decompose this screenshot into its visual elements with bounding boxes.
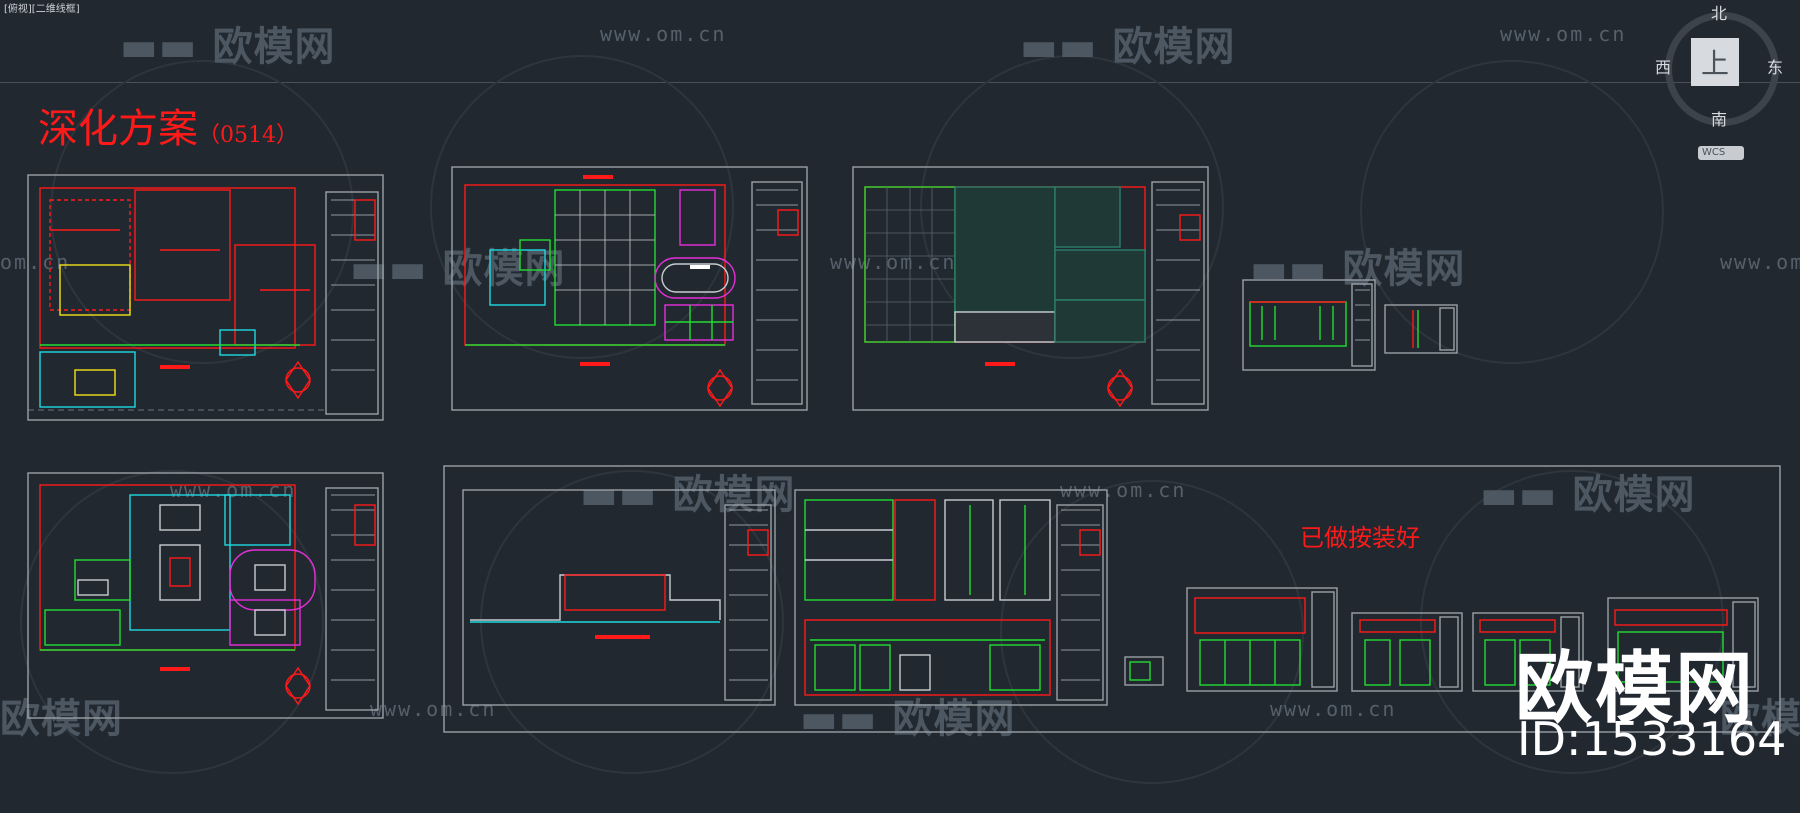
compass-west[interactable]: 西 — [1655, 58, 1672, 77]
watermark-logo: 欧模网 — [0, 696, 123, 742]
watermark-circle — [1000, 480, 1304, 784]
viewcube[interactable]: 北 西 东 南 上 WCS — [1655, 0, 1795, 160]
watermark-circle — [430, 55, 734, 359]
sheet-furniture-layout[interactable] — [27, 472, 384, 719]
viewcube-top-face[interactable]: 上 — [1691, 38, 1739, 86]
sofa-icon: ▬▬ — [120, 24, 198, 70]
sofa-icon: ▬▬ — [1020, 24, 1098, 70]
sheet-floor-tile-plan[interactable] — [852, 166, 1209, 411]
viewport-controls-label[interactable]: [俯视][二维线框] — [4, 4, 80, 15]
sofa-icon: ▬▬ — [350, 246, 428, 292]
asset-id-label: ID:1533164 — [1517, 712, 1787, 766]
sheet-elevation-e[interactable] — [1607, 597, 1759, 692]
watermark-url: www.om.cn — [1270, 697, 1397, 721]
watermark-logo: ▬▬ 欧模网 — [800, 696, 1016, 742]
sheet-small-elevation-a[interactable] — [1242, 279, 1376, 371]
sheet-tiny-detail[interactable] — [1124, 656, 1164, 686]
watermark-logo: ▬▬ 欧模网 — [120, 24, 336, 70]
viewport-top-edge — [0, 82, 1800, 83]
compass-north[interactable]: 北 — [1711, 4, 1728, 23]
watermark-logo: ▬▬ 欧模网 — [1480, 472, 1696, 518]
watermark-logo: ▬▬ 欧模网 — [1020, 24, 1236, 70]
sheet-section-view[interactable] — [462, 489, 776, 706]
sheet-elevation-d[interactable] — [1472, 612, 1584, 692]
compass-east[interactable]: 东 — [1767, 58, 1784, 77]
sofa-icon: ▬▬ — [800, 696, 878, 742]
sheet-floor-plan-1[interactable] — [27, 174, 384, 421]
watermark-url: www.om.cn — [170, 478, 297, 502]
elevation-group-frame — [443, 465, 1781, 733]
sofa-icon: ▬▬ — [1480, 472, 1558, 518]
watermark-url: om.cn — [0, 250, 71, 274]
watermark-url: www.om.cn — [830, 250, 957, 274]
viewcube-compass-ring[interactable] — [1665, 12, 1779, 126]
sheet-elevation-c[interactable] — [1351, 612, 1463, 692]
sofa-icon: ▬▬ — [1250, 246, 1328, 292]
sheet-elevation-b[interactable] — [1186, 587, 1338, 692]
watermark-url: www.om.cn — [370, 697, 497, 721]
sheet-wall-elevations[interactable] — [794, 489, 1108, 706]
watermark-url: www.om.cn — [1720, 250, 1800, 274]
watermark-circle — [1360, 60, 1664, 364]
drawing-note: 已做按装好 — [1300, 524, 1420, 552]
compass-south[interactable]: 南 — [1711, 110, 1728, 129]
watermark-logo: ▬▬ 欧模网 — [350, 246, 566, 292]
watermark-circle — [920, 55, 1224, 359]
drawing-main-title: 深化方案（0514） — [38, 106, 298, 152]
watermark-circle — [50, 60, 354, 364]
sofa-icon: ▬▬ — [580, 472, 658, 518]
wcs-menu-button[interactable]: WCS — [1698, 146, 1744, 160]
sheet-ceiling-plan[interactable] — [451, 166, 808, 411]
watermark-logo: 欧模网 — [1720, 696, 1800, 742]
sheet-small-detail-a[interactable] — [1384, 304, 1458, 354]
watermark-url: www.om.cn — [600, 22, 727, 46]
watermark-circle — [20, 470, 324, 774]
watermark-circle — [1420, 470, 1724, 774]
drawing-title-suffix: （0514） — [198, 123, 298, 148]
watermark-url: www.om.cn — [1500, 22, 1627, 46]
brand-overlay: 欧模网 — [1515, 644, 1756, 734]
